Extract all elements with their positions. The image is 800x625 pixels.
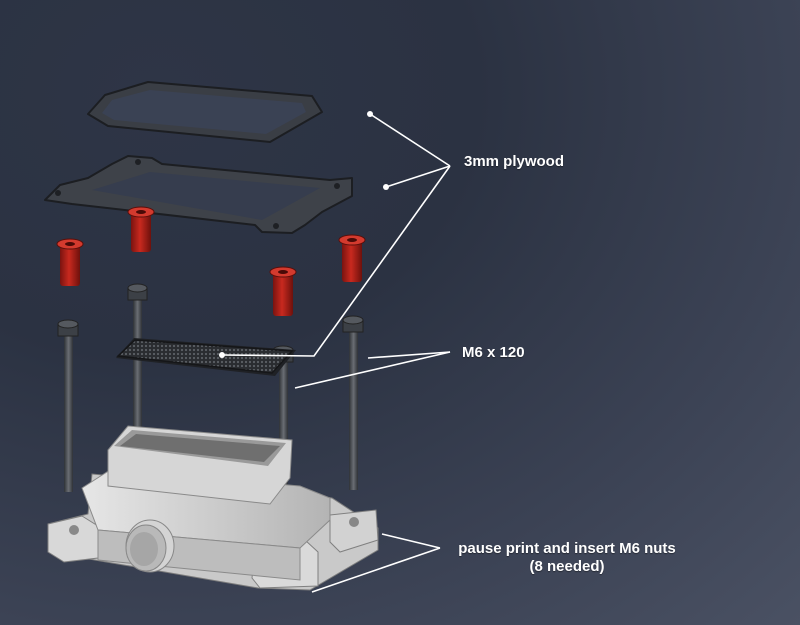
bolt-front-left bbox=[57, 319, 79, 492]
callout-bolts-label: M6 x 120 bbox=[462, 344, 525, 361]
leader-bolt-front-right bbox=[294, 351, 451, 389]
leader-dot-grid bbox=[219, 352, 225, 358]
leader-lines bbox=[221, 113, 451, 593]
callout-nuts-line1: pause print and insert M6 nuts bbox=[458, 540, 676, 557]
callout-nuts-line2: (8 needed) bbox=[529, 558, 605, 575]
plywood-frame-top bbox=[87, 81, 323, 143]
leader-dots bbox=[219, 111, 389, 358]
leader-nuts-front-right bbox=[311, 547, 441, 593]
leader-plywood-bottom bbox=[385, 165, 451, 188]
leader-nuts-back-right bbox=[381, 533, 441, 549]
leader-plywood-grid bbox=[221, 165, 451, 357]
grid-plate bbox=[116, 338, 296, 376]
spacer-4 bbox=[269, 266, 297, 316]
plywood-frame-bottom bbox=[44, 155, 353, 234]
leader-dot-plywood-bottom bbox=[383, 184, 389, 190]
bolt-back-right bbox=[342, 315, 364, 490]
leader-bolt-back-right bbox=[367, 351, 451, 359]
leader-dot-plywood-top bbox=[367, 111, 373, 117]
spacer-2 bbox=[56, 238, 84, 286]
bolt-back-left bbox=[127, 283, 148, 484]
spacer-1 bbox=[127, 206, 155, 252]
housing bbox=[47, 425, 379, 591]
callout-plywood-label: 3mm plywood bbox=[464, 153, 565, 170]
callout-nuts-label: pause print and insert M6 nuts (8 needed… bbox=[450, 540, 684, 576]
leader-plywood-top bbox=[369, 113, 451, 167]
spacer-3 bbox=[338, 234, 366, 282]
